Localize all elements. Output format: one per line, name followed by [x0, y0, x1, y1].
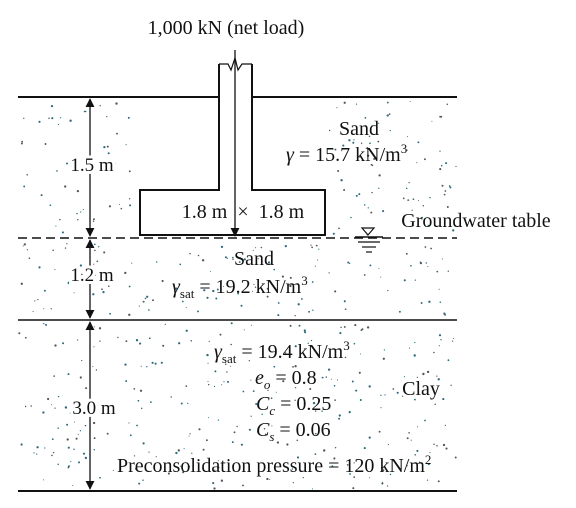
- thickness-label-layer1: 1.5 m: [70, 155, 114, 176]
- layer3-void-ratio: eo = 0.8: [255, 367, 317, 392]
- preconsolidation-pressure-label: Preconsolidation pressure = 120 kN/m2: [117, 452, 431, 477]
- layer2-unit-weight: γsat = 19.2 kN/m3: [172, 273, 308, 301]
- layer1-unit-weight: γ = 15.7 kN/m3: [286, 141, 407, 166]
- soil-texture: [18, 101, 457, 490]
- groundwater-label: Groundwater table: [401, 210, 551, 232]
- layer3-swell-index: Cs = 0.06: [256, 419, 331, 444]
- layer3-compression-index: Cc = 0.25: [256, 393, 331, 418]
- layer1-soil-label: Sand: [339, 118, 379, 140]
- thickness-label-layer2: 1.2 m: [70, 265, 114, 286]
- layer3-unit-weight: γsat = 19.4 kN/m3: [214, 338, 350, 366]
- load-label: 1,000 kN (net load): [148, 17, 305, 39]
- layer2-soil-label: Sand: [234, 248, 274, 270]
- footing-size-label: 1.8 m × 1.8 m: [182, 201, 305, 223]
- groundwater-symbol-icon: [355, 227, 383, 253]
- layer3-soil-label: Clay: [402, 378, 440, 400]
- thickness-label-layer3: 3.0 m: [72, 398, 116, 419]
